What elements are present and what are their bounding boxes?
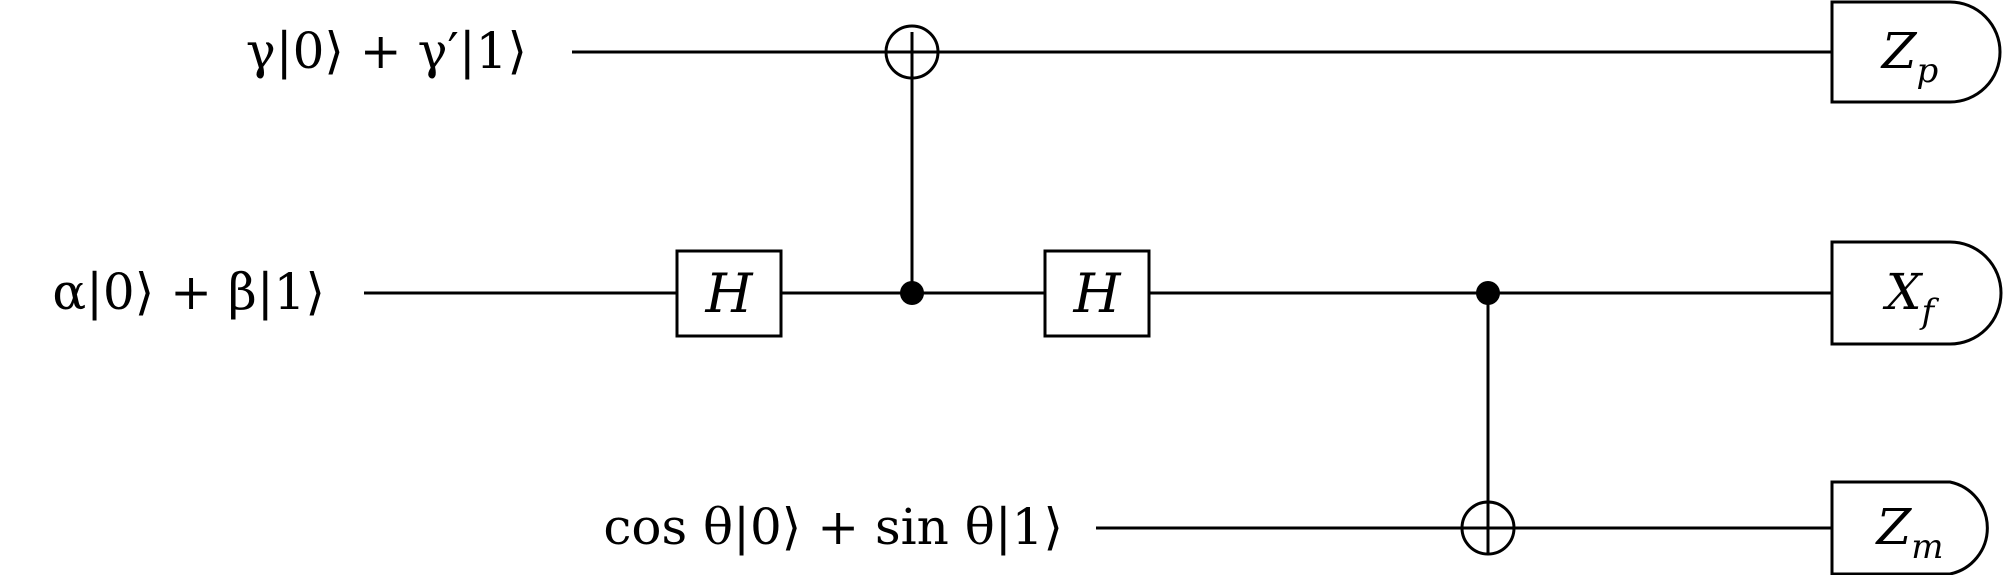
control-dot-2 — [1476, 281, 1500, 305]
target-plus-2 — [1460, 500, 1516, 556]
hadamard-label-1: H — [704, 262, 753, 325]
cnot-gate-1 — [884, 24, 940, 305]
measurement-label-0: Zp — [1880, 22, 1939, 91]
measurement-letter-0: Z — [1880, 22, 1918, 80]
target-plus-1 — [884, 24, 940, 80]
hadamard-gate-1: H — [675, 249, 783, 338]
hadamard-label-2: H — [1072, 262, 1121, 325]
measurement-label-2: Zm — [1875, 498, 1944, 567]
measurement-sub-2: m — [1911, 527, 1943, 567]
measurement-letter-2: Z — [1875, 498, 1913, 556]
qubit-input-label-0: γ|0⟩ + γ′|1⟩ — [246, 22, 527, 80]
measurement-sub-0: p — [1916, 51, 1938, 91]
measurement-meter-2: Zm — [1830, 480, 1989, 575]
measurement-meter-1: Xf — [1830, 240, 2003, 346]
cnot-gate-2 — [1460, 281, 1516, 556]
qubit-input-label-1: α|0⟩ + β|1⟩ — [52, 263, 325, 321]
measurement-letter-1: X — [1882, 263, 1924, 321]
hadamard-gate-2: H — [1043, 249, 1151, 338]
qubit-input-label-2: cos θ|0⟩ + sin θ|1⟩ — [603, 498, 1063, 556]
control-dot-1 — [900, 281, 924, 305]
measurement-meter-0: Zp — [1830, 0, 2002, 104]
